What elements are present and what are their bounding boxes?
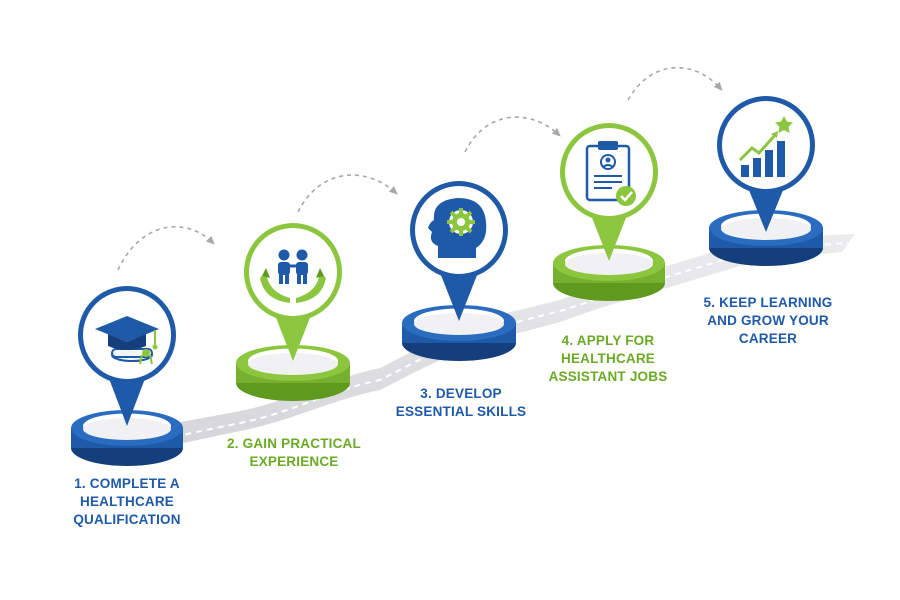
step-2-platform [236, 345, 350, 401]
step-4-marker [553, 123, 665, 301]
step-2-marker [236, 223, 350, 401]
step-1-label-line-1: 1. COMPLETE A [74, 476, 180, 491]
graduation-cap-icon [95, 316, 159, 365]
connector-arrow-4-5 [627, 66, 723, 101]
step-4-label-line-3: ASSISTANT JOBS [548, 369, 668, 384]
step-5-label-line-2: AND GROW YOUR [707, 313, 829, 328]
connector-arrow-2-3 [297, 174, 398, 213]
caring-hands-people-icon [260, 249, 326, 303]
step-1-platform [71, 410, 183, 466]
step-5-label-line-3: CAREER [738, 331, 798, 346]
connector-arrows [117, 66, 723, 271]
step-3-marker [402, 181, 516, 361]
growth-chart-star-icon [738, 116, 793, 177]
head-gear-icon [428, 198, 487, 258]
clipboard-resume-icon [585, 141, 636, 206]
step-4-platform [553, 245, 665, 301]
step-3-label-line-2: ESSENTIAL SKILLS [395, 404, 527, 419]
step-1-label-line-3: QUALIFICATION [73, 512, 181, 527]
step-1-marker [71, 286, 183, 466]
step-4-label: 4. APPLY FOR HEALTHCARE ASSISTANT JOBS [508, 332, 708, 386]
step-4-label-line-1: 4. APPLY FOR [561, 333, 655, 348]
step-5-marker [709, 96, 823, 266]
step-5-label-line-1: 5. KEEP LEARNING [703, 295, 833, 310]
step-2-label: 2. GAIN PRACTICAL EXPERIENCE [194, 435, 394, 471]
connector-arrow-1-2 [117, 226, 215, 271]
step-1-label: 1. COMPLETE A HEALTHCARE QUALIFICATION [27, 475, 227, 529]
step-3-label: 3. DEVELOP ESSENTIAL SKILLS [361, 385, 561, 421]
step-4-label-line-2: HEALTHCARE [561, 351, 655, 366]
step-3-label-line-1: 3. DEVELOP [420, 386, 502, 401]
step-5-label: 5. KEEP LEARNING AND GROW YOUR CAREER [668, 294, 868, 348]
step-2-label-line-2: EXPERIENCE [249, 454, 339, 469]
step-1-label-line-2: HEALTHCARE [80, 494, 174, 509]
pathway-road [95, 234, 855, 462]
step-2-label-line-1: 2. GAIN PRACTICAL [227, 436, 361, 451]
connector-arrow-3-4 [464, 116, 561, 153]
step-2-pin [244, 223, 342, 361]
